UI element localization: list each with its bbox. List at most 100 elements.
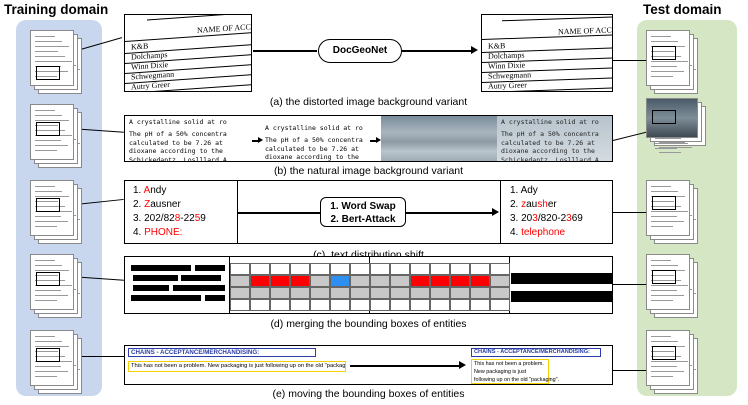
grid-cell	[370, 275, 390, 287]
grid-cell	[250, 299, 270, 311]
grid-cell	[310, 287, 330, 299]
doc-line	[651, 201, 674, 202]
doc-line	[35, 61, 72, 62]
scan-line-5: Schickedantz, Loslllard A	[129, 155, 227, 162]
training-doc-5-page	[30, 330, 74, 386]
list-item-2: 2. zausher	[510, 198, 583, 212]
text-shift-box	[124, 180, 613, 244]
doc-line	[35, 56, 65, 57]
doc-line	[651, 361, 688, 362]
doc-line	[35, 351, 58, 352]
grid-cell	[370, 299, 390, 311]
grid-cell	[290, 275, 310, 287]
region-marker-right-5	[652, 346, 676, 360]
doc-line	[35, 280, 65, 281]
list-item-4: 4. PHONE:	[133, 226, 206, 240]
grid-cell	[230, 287, 250, 299]
doc-line	[655, 148, 677, 149]
grid-cell	[450, 275, 470, 287]
changed-chars: Z	[144, 199, 151, 210]
region-marker-left-5	[36, 348, 60, 362]
entity-bar-5	[133, 285, 169, 291]
entity-heading-moved: CHAINS - ACCEPTANCE/MERCHANDISING:	[471, 348, 601, 357]
test-doc-5-page	[646, 330, 690, 386]
doc-line	[651, 71, 684, 72]
account-name-2: Dolchamps	[488, 50, 525, 61]
doc-line	[35, 226, 57, 227]
doc-line	[651, 216, 677, 217]
doc-line	[35, 336, 55, 337]
bert-attack-label: 2. Bert-Attack	[330, 214, 396, 225]
entity-sentence-original: This has not been a problem. New packagi…	[128, 361, 346, 372]
scan-line-4: dioxane according to the	[501, 147, 595, 156]
changed-chars: 8	[174, 213, 181, 224]
doc-line	[651, 376, 673, 377]
doc-line	[35, 46, 69, 47]
scan-line-2: The pH of a 50% concentra	[129, 130, 227, 139]
account-name-3: Winn Dixie	[488, 60, 526, 71]
doc-line	[651, 186, 671, 187]
moved-line-3: following up on the old "packaging".	[474, 377, 560, 383]
region-marker-left-4	[36, 272, 60, 286]
doc-line	[651, 300, 673, 301]
connector-c-right	[613, 212, 657, 213]
attack-methods-box: 1. Word Swap 2. Bert-Attack	[320, 197, 406, 227]
grid-cell	[350, 299, 370, 311]
grid-cell	[410, 275, 430, 287]
list-number: 4.	[510, 227, 522, 238]
entity-heading-original: CHAINS - ACCEPTANCE/MERCHANDISING:	[128, 348, 316, 357]
changed-chars: PHONE:	[144, 227, 183, 238]
list-item-1: 1. Ady	[510, 184, 583, 198]
caption-a: (a) the distorted image background varia…	[269, 96, 468, 108]
doc-line	[35, 186, 55, 187]
grid-cell	[250, 263, 270, 275]
entity-bar-1	[131, 265, 191, 271]
list-number: 1.	[133, 185, 144, 196]
doc-line	[35, 300, 57, 301]
unchanged-chars: 202/82	[144, 213, 175, 224]
grid-cell	[470, 275, 490, 287]
grid-cell	[310, 275, 330, 287]
moved-line-1: This has not been a problem.	[474, 361, 544, 367]
grid-cell	[490, 275, 510, 287]
list-number: 1.	[510, 185, 521, 196]
grid-cell	[390, 287, 410, 299]
grid-cell	[430, 275, 450, 287]
grid-cell	[350, 263, 370, 275]
grid-cell	[430, 299, 450, 311]
doc-line	[651, 366, 677, 367]
connector-e-right	[613, 370, 657, 371]
grid-cell	[230, 263, 250, 275]
blue-cell	[330, 275, 350, 287]
grid-cell	[410, 287, 430, 299]
doc-line	[35, 371, 68, 372]
changed-chars: A	[143, 185, 151, 196]
grid-cell	[410, 299, 430, 311]
doc-line	[651, 221, 684, 222]
scan-line-3: calculated to be 7.26 at	[129, 138, 223, 147]
doc-line	[651, 371, 684, 372]
grid-cell	[270, 275, 290, 287]
grid-cell	[470, 263, 490, 275]
test-doc-2-page	[646, 98, 698, 138]
doc-line	[35, 71, 68, 72]
doc-line	[651, 280, 681, 281]
grid-cell	[270, 287, 290, 299]
training-domain-title: Training domain	[4, 2, 109, 17]
doc-line	[35, 206, 65, 207]
grid-cell	[390, 275, 410, 287]
doc-line	[35, 130, 65, 131]
unchanged-chars: /820-2	[537, 213, 567, 224]
doc-line	[651, 206, 681, 207]
doc-line	[35, 366, 61, 367]
grid-cell	[410, 263, 430, 275]
moved-line-2: New packaging is just	[474, 369, 527, 375]
doc-line	[35, 265, 62, 266]
scan-line-3: calculated to be 7.26 at	[265, 144, 359, 153]
entity-sentence-moved-box	[471, 359, 549, 384]
changed-chars: sh	[537, 199, 548, 210]
doc-line	[35, 196, 69, 197]
